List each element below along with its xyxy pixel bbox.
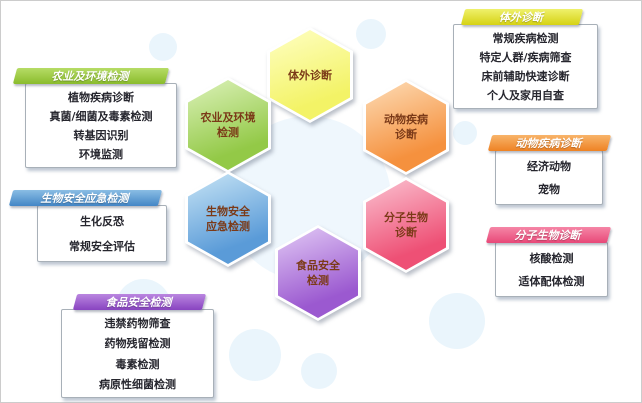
callout-item: 药物残留检测 [104,337,171,351]
hexagon-label: 农业及环境 检测 [200,111,256,139]
callout-item: 病原性细菌检测 [99,377,176,391]
hexagon-in-vitro-diagnostics: 体外诊断 [267,27,353,123]
callout-item: 违禁药物筛查 [104,317,171,331]
callout-item: 环境监测 [79,148,123,162]
callout-panel-molecular-diagnostics: 核酸检测 适体配体检测 [495,242,608,297]
hexagon-label: 动物疾病 诊断 [384,113,428,141]
callout-item: 植物疾病诊断 [68,90,134,104]
callout-item: 常规疾病检测 [492,31,559,45]
callout-item: 个人及家用自查 [487,89,564,103]
callout-item: 特定人群/疾病筛查 [479,50,572,64]
hexagon-label: 体外诊断 [288,68,332,82]
callout-panel-in-vitro-diagnostics: 常规疾病检测 特定人群/疾病筛查 床前辅助快速诊断 个人及家用自查 [453,24,598,109]
callout-title: 食品安全检测 [104,296,175,309]
hexagon-label: 生物安全 应急检测 [206,205,250,233]
callout-item: 真菌/细菌及毒素检测 [49,109,153,123]
background-bubble [149,33,177,61]
callout-item: 转基因识别 [73,129,129,143]
background-bubble [429,293,485,349]
callout-header-molecular-diagnostics: 分子生物诊断 [485,227,612,243]
hexagon-molecular-diagnostics: 分子生物 诊断 [363,177,449,273]
callout-item: 生化反恐 [80,215,124,229]
background-bubble [453,121,477,145]
callout-header-agriculture-environment: 农业及环境检测 [12,68,170,84]
callout-panel-food-safety: 违禁药物筛查 药物残留检测 毒素检测 病原性细菌检测 [61,309,214,398]
callout-panel-biosafety-emergency: 生化反恐 常规安全评估 [37,205,167,262]
callout-item: 毒素检测 [115,357,160,371]
callout-header-animal-disease: 动物疾病诊断 [487,135,612,151]
callout-panel-agriculture-environment: 植物疾病诊断 真菌/细菌及毒素检测 转基因识别 环境监测 [25,83,177,168]
callout-title: 生物安全应急检测 [39,192,132,205]
callout-title: 分子生物诊断 [513,229,584,242]
callout-header-food-safety: 食品安全检测 [72,294,207,310]
hexagon-label: 分子生物 诊断 [384,211,428,239]
background-bubble [356,19,386,49]
hexagon-label: 食品安全 检测 [296,259,340,287]
hexagon-agriculture-environment: 农业及环境 检测 [185,77,271,173]
callout-title: 动物疾病诊断 [514,137,585,150]
background-bubble [229,329,281,381]
hexagon-animal-disease: 动物疾病 诊断 [363,79,449,175]
callout-item: 床前辅助快速诊断 [481,70,570,84]
hexagon-food-safety: 食品安全 检测 [275,225,361,321]
callout-panel-animal-disease: 经济动物 宠物 [495,150,603,205]
callout-item: 宠物 [538,183,560,197]
callout-item: 常规安全评估 [69,239,135,253]
callout-item: 核酸检测 [529,251,574,265]
callout-header-in-vitro-diagnostics: 体外诊断 [460,9,584,25]
callout-header-biosafety-emergency: 生物安全应急检测 [8,190,163,206]
hexagon-biosafety-emergency: 生物安全 应急检测 [185,171,271,267]
callout-item: 经济动物 [527,159,571,173]
callout-title: 农业及环境检测 [50,70,132,83]
background-bubble [301,353,337,389]
callout-title: 体外诊断 [498,11,546,24]
callout-item: 适体配体检测 [518,275,585,289]
